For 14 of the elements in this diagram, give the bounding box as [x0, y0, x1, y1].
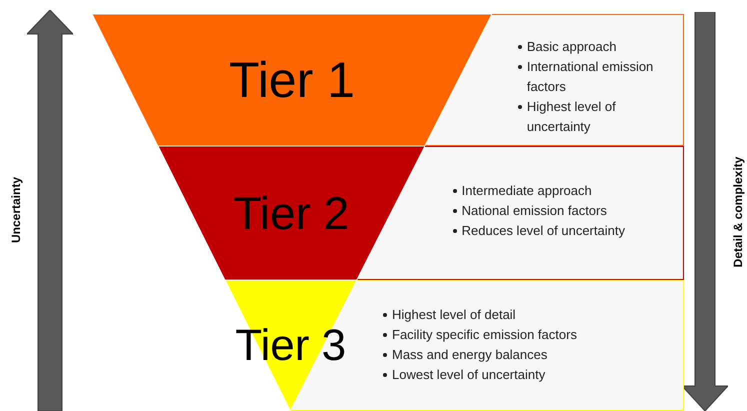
bullet-text: National emission factors	[462, 202, 607, 220]
bullet-text: International emission factors	[526, 58, 654, 96]
bullet-text: Intermediate approach	[462, 182, 592, 200]
axis-label: Uncertainty	[8, 176, 24, 244]
bullet-text: Lowest level of uncertainty	[392, 366, 546, 384]
bullet-text: Mass and energy balances	[392, 346, 548, 364]
bullet-text: Highest level of detail	[392, 306, 516, 324]
bullet-text: Highest level of uncertainty	[526, 98, 617, 136]
bullet-text: Facility specific emission factors	[392, 326, 577, 344]
axis-label: Detail & complexity	[730, 156, 746, 268]
bullet-text: Basic approach	[526, 38, 616, 56]
tier-label: Tier 1	[229, 55, 355, 105]
bullet-text: Reduces level of uncertainty	[462, 222, 625, 240]
tier-label: Tier 2	[233, 190, 350, 236]
